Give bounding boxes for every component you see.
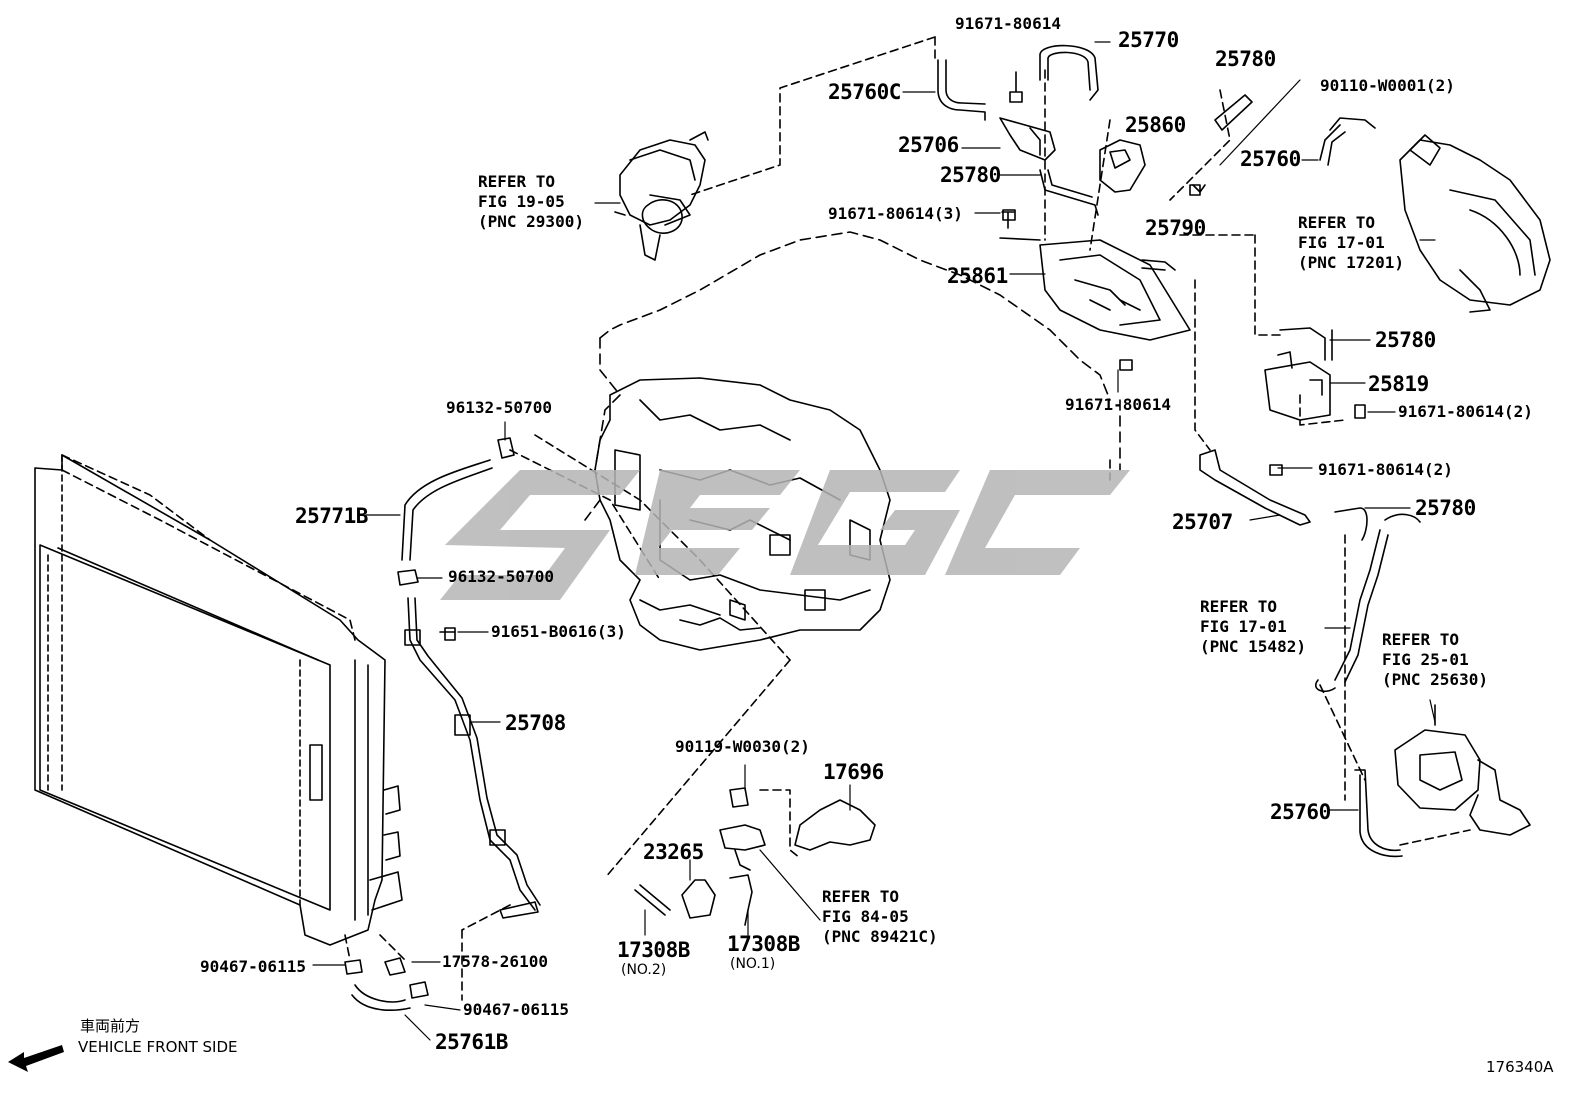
- part-label-25780-mid: 25780: [940, 163, 1001, 187]
- leader-lines: [312, 41, 1436, 1041]
- dashed-connectors: [344, 36, 1471, 1001]
- part-label-91671-80614-2-a: 91671-80614(2): [1398, 402, 1533, 421]
- part-label-91671-80614-top: 91671-80614: [955, 14, 1061, 33]
- part-label-25760-right: 25760: [1240, 147, 1301, 171]
- bracket-25707: [1199, 449, 1421, 692]
- turbo-unit-drawing: [1319, 117, 1551, 313]
- part-label-90467-06115-b: 90467-06115: [463, 1000, 569, 1019]
- part-label-96132-50700-b: 96132-50700: [448, 567, 554, 586]
- part-label-91651-b0616: 91651-B0616(3): [491, 622, 626, 641]
- sub-label-no2: (NO.2): [621, 962, 667, 978]
- part-label-91671-80614-2-b: 91671-80614(2): [1318, 460, 1453, 479]
- reference-line: FIG 17-01: [1200, 617, 1287, 636]
- hose-25760-lower: [1354, 769, 1403, 858]
- part-label-17578-26100: 17578-26100: [442, 952, 548, 971]
- reference-fig-25-01: REFER TO FIG 25-01 (PNC 25630): [1382, 630, 1488, 690]
- bracket-25861: [999, 211, 1191, 341]
- reference-line: REFER TO: [1298, 213, 1376, 232]
- part-label-91671-80614-center: 91671-80614: [1065, 395, 1171, 414]
- part-label-25707: 25707: [1172, 510, 1233, 534]
- pipe-25708: [404, 597, 541, 919]
- reference-line: FIG 25-01: [1382, 650, 1469, 669]
- part-label-25760-bottom: 25760: [1270, 800, 1331, 824]
- reference-line: (PNC 17201): [1298, 253, 1404, 272]
- solenoid-25819: [1264, 327, 1333, 421]
- part-label-25780-lower-right: 25780: [1415, 496, 1476, 520]
- reference-fig-17-01-a: REFER TO FIG 17-01 (PNC 17201): [1298, 213, 1404, 273]
- reference-line: REFER TO: [1200, 597, 1278, 616]
- reference-fig-19-05: REFER TO FIG 19-05 (PNC 29300): [478, 172, 584, 232]
- reference-line: (PNC 25630): [1382, 670, 1488, 689]
- part-label-90119-w0030: 90119-W0030(2): [675, 737, 810, 756]
- part-label-25780-top: 25780: [1215, 47, 1276, 71]
- vehicle-front-label-jp: 車両前方: [80, 1017, 141, 1035]
- part-label-90467-06115-a: 90467-06115: [200, 957, 306, 976]
- sub-label-no1: (NO.1): [730, 956, 776, 972]
- reference-fig-17-01-b: REFER TO FIG 17-01 (PNC 15482): [1200, 597, 1306, 657]
- reference-line: REFER TO: [478, 172, 556, 191]
- part-label-17308b-no2: 17308B: [617, 938, 690, 962]
- part-label-25706: 25706: [898, 133, 959, 157]
- reference-line: (PNC 89421C): [822, 927, 938, 946]
- reference-fig-84-05: REFER TO FIG 84-05 (PNC 89421C): [822, 887, 938, 947]
- part-label-25708: 25708: [505, 711, 566, 735]
- part-label-25780-right: 25780: [1375, 328, 1436, 352]
- hose-25761b: [344, 957, 429, 1011]
- part-label-25770: 25770: [1118, 28, 1179, 52]
- lower-parts: [634, 787, 876, 926]
- part-label-17696: 17696: [823, 760, 884, 784]
- part-label-90110-w0001: 90110-W0001(2): [1320, 76, 1455, 95]
- part-label-23265: 23265: [643, 840, 704, 864]
- part-label-25860: 25860: [1125, 113, 1186, 137]
- figure-code: 176340A: [1486, 1058, 1554, 1076]
- vehicle-front-arrow-icon: [8, 1045, 64, 1072]
- egr-valve-drawing: [1394, 704, 1531, 836]
- vehicle-front-label-en: VEHICLE FRONT SIDE: [78, 1038, 238, 1056]
- radiator-drawing: [34, 454, 403, 946]
- engine-outline: [584, 231, 1121, 521]
- bolts: [444, 184, 1366, 641]
- reference-line: FIG 84-05: [822, 907, 909, 926]
- part-label-25771b: 25771B: [295, 504, 368, 528]
- part-label-96132-50700-a: 96132-50700: [446, 398, 552, 417]
- part-label-25861: 25861: [947, 264, 1008, 288]
- part-label-25760c: 25760C: [828, 80, 901, 104]
- part-label-25761b: 25761B: [435, 1030, 508, 1054]
- hose-25771b: [397, 437, 515, 586]
- part-label-91671-80614-3: 91671-80614(3): [828, 204, 963, 223]
- reference-line: FIG 17-01: [1298, 233, 1385, 252]
- part-label-17308b-no1: 17308B: [727, 932, 800, 956]
- reference-line: (PNC 15482): [1200, 637, 1306, 656]
- hoses-top-center: [937, 44, 1253, 216]
- part-label-25819: 25819: [1368, 372, 1429, 396]
- reference-line: (PNC 29300): [478, 212, 584, 231]
- reference-line: FIG 19-05: [478, 192, 565, 211]
- watermark-logo: [440, 470, 1130, 600]
- reference-line: REFER TO: [1382, 630, 1460, 649]
- vacuum-pump-drawing: [614, 131, 709, 261]
- reference-line: REFER TO: [822, 887, 900, 906]
- part-label-25790: 25790: [1145, 216, 1206, 240]
